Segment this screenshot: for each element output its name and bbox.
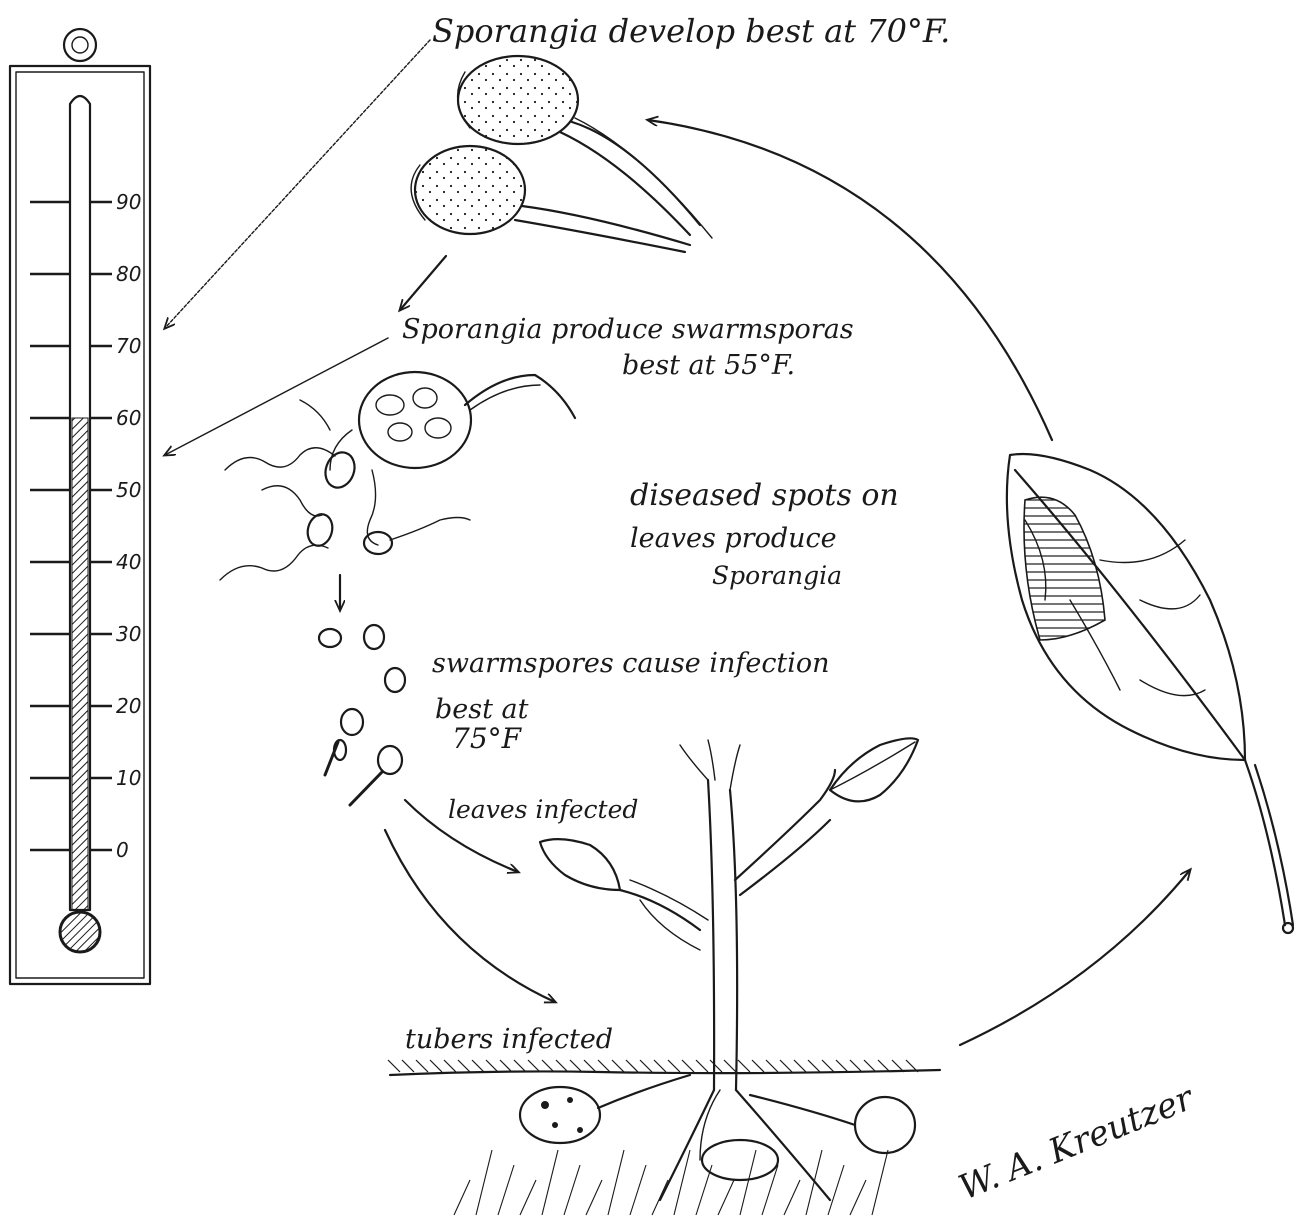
thermometer-tick-label: 80 bbox=[116, 262, 141, 286]
soil-hatch-mark bbox=[584, 1060, 596, 1072]
soil-hatch-mark bbox=[454, 1180, 470, 1215]
soil-hatch-mark bbox=[652, 1180, 668, 1215]
arrow-cycle-to-sporangia bbox=[648, 120, 1052, 440]
thermometer-tick-label: 60 bbox=[116, 406, 141, 430]
label-diseased-line3: Sporangia bbox=[712, 561, 842, 590]
thermometer-tick-label: 90 bbox=[116, 190, 141, 214]
soil-hatch-mark bbox=[458, 1060, 470, 1072]
free-swarmspores bbox=[319, 625, 405, 805]
soil-hatch-mark bbox=[542, 1150, 558, 1215]
soil-hatch-mark bbox=[612, 1060, 624, 1072]
label-sporangia-develop: Sporangia develop best at 70°F. bbox=[432, 12, 950, 50]
leaf-lesion bbox=[1024, 497, 1105, 640]
soil-hatch-mark bbox=[794, 1060, 806, 1072]
tuber-right bbox=[855, 1097, 915, 1153]
soil-hatch-mark bbox=[630, 1165, 646, 1215]
label-swarmspores-line2: best at 55°F. bbox=[622, 350, 795, 381]
soil-hatch-mark bbox=[444, 1060, 456, 1072]
soil-hatch-mark bbox=[738, 1060, 750, 1072]
soil-hatch-mark bbox=[388, 1060, 400, 1072]
tuber-infected bbox=[520, 1087, 600, 1143]
arrow-to-70 bbox=[165, 40, 430, 328]
signature: W. A. Kreutzer bbox=[953, 1078, 1200, 1209]
label-tubers-infected: tubers infected bbox=[405, 1024, 613, 1055]
soil-hatch-mark bbox=[626, 1060, 638, 1072]
label-infection-line2: best at bbox=[435, 694, 529, 725]
thermometer-tick-label: 10 bbox=[116, 766, 141, 790]
arrow-to-tubers bbox=[385, 830, 555, 1002]
thermometer-tick-label: 50 bbox=[116, 478, 141, 502]
label-leaves-infected: leaves infected bbox=[448, 795, 638, 824]
soil-hatch-mark bbox=[752, 1060, 764, 1072]
soil-hatch-mark bbox=[864, 1060, 876, 1072]
soil-hatch-mark bbox=[542, 1060, 554, 1072]
soil-hatch-mark bbox=[514, 1060, 526, 1072]
soil-hatch-mark bbox=[472, 1060, 484, 1072]
soil-hatch-mark bbox=[850, 1180, 866, 1215]
thermometer-tick-label: 70 bbox=[116, 334, 141, 358]
sporangia-illustration bbox=[411, 56, 712, 252]
thermometer-tick-label: 20 bbox=[116, 694, 141, 718]
soil-hatch-mark bbox=[828, 1165, 844, 1215]
plant-leaf-left bbox=[540, 839, 620, 890]
label-swarmspores-line1: Sporangia produce swarmsporas bbox=[402, 314, 854, 345]
soil-hatch-mark bbox=[674, 1150, 690, 1215]
soil-hatch-mark bbox=[710, 1060, 722, 1072]
arrow-to-leaf bbox=[960, 870, 1190, 1045]
soil-hatch-mark bbox=[872, 1150, 888, 1215]
diseased-leaf bbox=[1007, 454, 1293, 933]
soil-hatch-mark bbox=[640, 1060, 652, 1072]
soil-hatch-mark bbox=[486, 1060, 498, 1072]
soil-hatch-mark bbox=[766, 1060, 778, 1072]
arrow-sporangia-down bbox=[400, 256, 446, 310]
arrow-to-55 bbox=[165, 338, 388, 455]
soil-hatch-mark bbox=[402, 1060, 414, 1072]
soil-hatch-mark bbox=[564, 1165, 580, 1215]
soil-hatch-mark bbox=[780, 1060, 792, 1072]
swarmspore-release-illustration bbox=[220, 372, 575, 580]
soil-hatch-mark bbox=[808, 1060, 820, 1072]
soil-hatch-mark bbox=[500, 1060, 512, 1072]
sporangium-releasing bbox=[359, 372, 471, 468]
soil-hatch-mark bbox=[740, 1150, 756, 1215]
soil-hatch-mark bbox=[836, 1060, 848, 1072]
soil-hatch-mark bbox=[668, 1060, 680, 1072]
sporangium-bottom bbox=[411, 146, 690, 252]
soil-hatch-mark bbox=[556, 1060, 568, 1072]
thermometer-bulb bbox=[60, 912, 100, 952]
soil-hatch-mark bbox=[528, 1060, 540, 1072]
label-infection-line3: 75°F bbox=[452, 722, 523, 755]
soil-hatch-mark bbox=[416, 1060, 428, 1072]
soil-hatch-mark bbox=[498, 1165, 514, 1215]
soil-hatch-mark bbox=[654, 1060, 666, 1072]
thermometer-mercury bbox=[72, 418, 88, 910]
soil-hatch-mark bbox=[850, 1060, 862, 1072]
thermometer-tick-label: 0 bbox=[116, 838, 129, 862]
soil-hatch-mark bbox=[608, 1150, 624, 1215]
tuber-center bbox=[702, 1140, 778, 1180]
soil-hatch-mark bbox=[784, 1180, 800, 1215]
soil-hatch-mark bbox=[430, 1060, 442, 1072]
label-diseased-line1: diseased spots on bbox=[630, 478, 899, 513]
soil-hatch-mark bbox=[878, 1060, 890, 1072]
soil-hatch-mark bbox=[586, 1180, 602, 1215]
thermometer-hanger-ring bbox=[64, 29, 96, 61]
soil-hatch-mark bbox=[724, 1060, 736, 1072]
thermometer: 90 80 70 60 50 40 30 20 10 0 bbox=[10, 29, 150, 984]
soil-hatch-mark bbox=[520, 1180, 536, 1215]
label-infection-line1: swarmspores cause infection bbox=[432, 648, 830, 679]
label-diseased-line2: leaves produce bbox=[630, 523, 837, 554]
thermometer-tick-label: 40 bbox=[116, 550, 141, 574]
soil-hatch-mark bbox=[476, 1150, 492, 1215]
soil-hatch-mark bbox=[718, 1180, 734, 1215]
thermometer-tick-label: 30 bbox=[116, 622, 141, 646]
soil-hatch-mark bbox=[822, 1060, 834, 1072]
soil-hatch-mark bbox=[682, 1060, 694, 1072]
soil-hatch-mark bbox=[570, 1060, 582, 1072]
soil-hatch-mark bbox=[696, 1060, 708, 1072]
soil-hatch-mark bbox=[598, 1060, 610, 1072]
soil-and-tubers bbox=[388, 1060, 940, 1215]
